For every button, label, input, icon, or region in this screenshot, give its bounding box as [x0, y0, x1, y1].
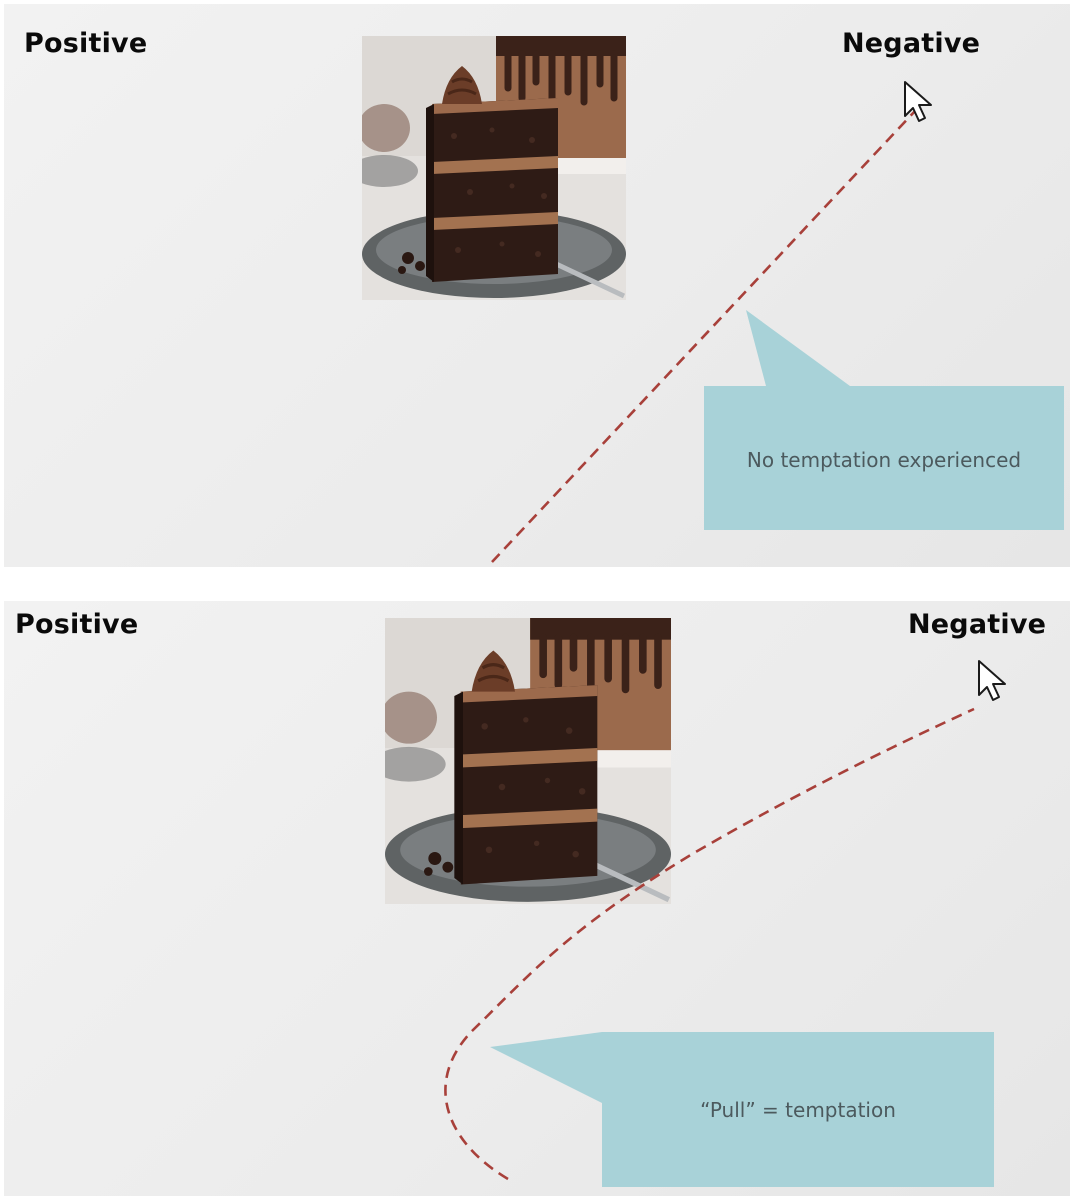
callout-shape [704, 310, 1064, 530]
trajectory-overlay [491, 81, 1064, 563]
negative-label: Negative [908, 609, 1047, 640]
callout-text: “Pull” = temptation [700, 1098, 896, 1122]
positive-label: Positive [15, 609, 139, 640]
mouse-cursor-icon [978, 660, 1006, 701]
diagram-panel-temptation: Positive Negative “Pull” = temptation [4, 601, 1070, 1196]
callout-text: No temptation experienced [746, 448, 1022, 472]
negative-label: Negative [842, 28, 981, 59]
mouse-trajectory-line [491, 109, 917, 563]
diagram-panel-no-temptation: Positive Negative No temptation experien… [4, 4, 1070, 567]
positive-label: Positive [24, 28, 148, 59]
mouse-cursor-icon [904, 81, 932, 122]
trajectory-overlay [444, 660, 1006, 1187]
callout-shape [490, 1032, 994, 1187]
mouse-trajectory-line [444, 707, 975, 1181]
